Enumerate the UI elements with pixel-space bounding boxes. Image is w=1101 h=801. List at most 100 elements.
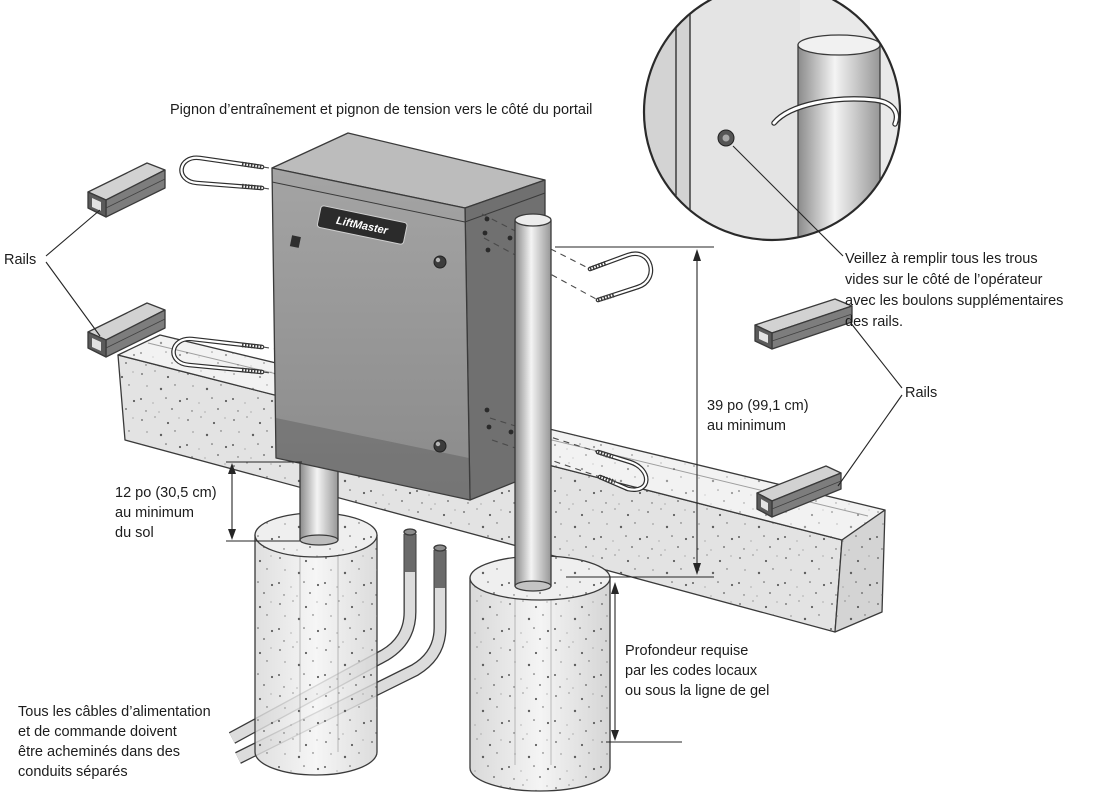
leader-line <box>45 209 101 337</box>
ground-clearance-line: du sol <box>115 525 154 541</box>
latch-upper <box>433 255 447 269</box>
latch-lower <box>433 439 447 453</box>
conduit-end-b <box>433 544 447 552</box>
ground-clearance-line: 12 po (30,5 cm) <box>115 485 217 501</box>
cables-line: conduits séparés <box>18 764 128 780</box>
arrow-down <box>693 563 701 575</box>
ground-clearance-label: 12 po (30,5 cm) au minimum du sol <box>115 485 221 541</box>
pier-depth-label: Profondeur requise par les codes locaux … <box>625 643 769 699</box>
rail-bottom-right <box>756 465 842 518</box>
left-concrete-pier <box>254 512 378 776</box>
fill-holes-line: avec les boulons supplémentaires <box>845 293 1063 309</box>
rail-channel <box>759 331 768 343</box>
extension-line <box>555 246 714 578</box>
dimension-pier-depth <box>606 582 682 743</box>
zoom-border <box>642 0 902 242</box>
cables-line: Tous les câbles d’alimentation <box>18 704 211 720</box>
mounting-hole <box>486 424 492 430</box>
logo-plate <box>316 205 408 245</box>
arrow-up <box>693 249 701 261</box>
pier-depth-line: par les codes locaux <box>625 663 758 679</box>
conduit-a <box>229 534 416 743</box>
side-mounting-holes <box>482 216 514 435</box>
u-bolt-rod <box>596 450 648 491</box>
post-base <box>514 580 552 592</box>
pier-texture <box>470 578 610 791</box>
operator-housing: LiftMaster <box>271 132 546 501</box>
fill-holes-line: vides sur le côté de l’opérateur <box>845 272 1043 288</box>
mounting-hole <box>507 235 513 241</box>
housing-side-area <box>690 0 800 239</box>
arrow-down <box>611 730 619 741</box>
rails-left-leaders <box>45 209 101 337</box>
cables-line: être acheminés dans des <box>18 744 180 760</box>
pier-texture <box>255 535 377 775</box>
dimension-ground-clearance <box>226 461 302 542</box>
cables-note: Tous les câbles d’alimentation et de com… <box>18 704 215 780</box>
logo-badge: LiftMaster <box>316 205 408 245</box>
rail-groove <box>105 178 166 209</box>
cable-conduits <box>228 528 447 764</box>
rail-groove <box>771 480 842 510</box>
ground-clearance-line: au minimum <box>115 505 194 521</box>
rail-channel <box>92 338 101 351</box>
rail-groove <box>771 313 853 342</box>
embedded-post-outline <box>299 548 339 752</box>
fill-holes-line: Veillez à remplir tous les trous <box>845 251 1038 267</box>
latch-knob <box>433 439 447 453</box>
mounting-hole <box>484 216 490 222</box>
post-height-line: 39 po (99,1 cm) <box>707 398 809 414</box>
extension-line <box>226 461 302 542</box>
latch-highlight <box>435 257 441 263</box>
rail-mid-left <box>87 302 166 358</box>
arrow-up <box>228 463 236 474</box>
u-bolt-rod <box>172 337 264 374</box>
u-bolt-guide-dash <box>262 166 277 191</box>
housing-lid-seam <box>271 181 546 223</box>
embedded-post-outline <box>514 592 552 765</box>
u-bolt-top-left <box>179 155 277 191</box>
rails-left-label: Rails <box>4 252 36 268</box>
u-bolt-lower-left <box>171 336 278 375</box>
zoom-leader-line <box>732 145 844 257</box>
arrow-up <box>611 582 619 594</box>
u-bolt-thread <box>597 449 616 485</box>
rail-top-left <box>87 162 166 218</box>
bolt-hole-center <box>722 134 730 142</box>
detail-zoom-circle <box>642 0 902 257</box>
rail-channel <box>92 198 101 211</box>
rail-channel <box>761 499 768 511</box>
fill-holes-line: des rails. <box>845 314 903 330</box>
housing-front-face <box>271 167 471 501</box>
dimension-post-height <box>555 246 714 578</box>
cables-line: et de commande doivent <box>18 724 177 740</box>
mounting-post <box>514 213 552 592</box>
u-bolt-thread <box>589 260 615 303</box>
leader-line <box>837 321 903 487</box>
indicator-window <box>289 235 301 248</box>
mounting-hole <box>484 407 490 413</box>
rails-right-label: Rails <box>905 385 937 401</box>
latch-highlight <box>435 441 441 447</box>
pier-depth-line: ou sous la ligne de gel <box>625 683 769 699</box>
drive-sprocket-label: Pignon d’entraînement et pignon de tensi… <box>170 102 592 118</box>
rail-groove <box>105 318 166 349</box>
mounting-hole <box>482 230 488 236</box>
zoom-post-body <box>797 44 881 239</box>
post-height-line: au minimum <box>707 418 786 434</box>
curb-end-texture <box>835 510 885 632</box>
u-bolt-thread <box>241 161 263 191</box>
rail-top-right <box>754 298 853 350</box>
conduit-end-a <box>403 528 417 536</box>
rails-right-leaders <box>837 321 903 487</box>
zoom-u-bolt <box>772 97 898 126</box>
conduit-b <box>235 550 446 763</box>
post-height-label: 39 po (99,1 cm) au minimum <box>707 398 813 434</box>
housing-edge-area <box>645 0 690 239</box>
pedestal-base <box>299 534 339 546</box>
post-top <box>514 213 552 227</box>
zoom-content <box>645 0 899 239</box>
latch-knob <box>433 255 447 269</box>
zoom-post-top <box>797 34 881 56</box>
mounting-hole <box>508 429 514 435</box>
